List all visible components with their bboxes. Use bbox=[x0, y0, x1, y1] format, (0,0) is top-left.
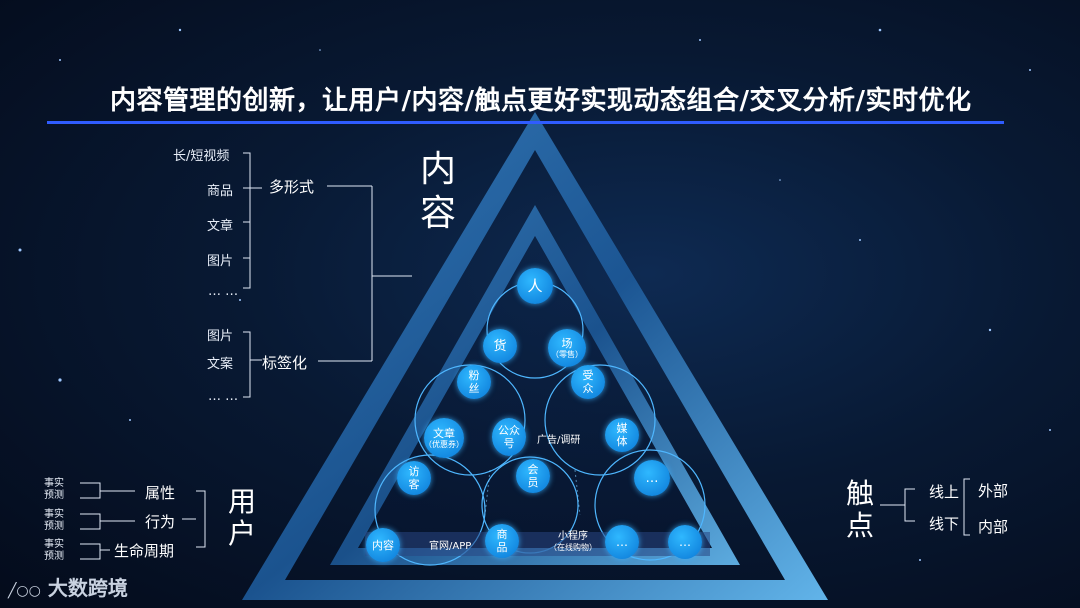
tag-item-image: 图片 bbox=[207, 329, 234, 344]
sub-predict: 预测 bbox=[44, 521, 64, 532]
page-title: 内容管理的创新，让用户/内容/触点更好实现动态组合/交叉分析/实时优化 bbox=[110, 86, 972, 116]
sub-fact: 事实 bbox=[44, 509, 64, 520]
node-huo: 货 bbox=[483, 329, 517, 363]
touch-external: 外部 bbox=[978, 482, 1009, 500]
tag-item-more: … … bbox=[208, 389, 239, 404]
form-item-product: 商品 bbox=[207, 184, 234, 199]
user-lifecycle-sub: 事实 预测 bbox=[44, 539, 78, 563]
touch-heading: 触点 bbox=[846, 477, 875, 542]
tags-label: 标签化 bbox=[262, 354, 308, 372]
user-lifecycle-label: 生命周期 bbox=[114, 542, 175, 560]
touch-brackets bbox=[880, 478, 970, 536]
node-wenzhang: 文章（优惠券） bbox=[424, 418, 464, 458]
bottom-band bbox=[365, 532, 710, 556]
sub-fact: 事实 bbox=[44, 478, 64, 489]
node-fensi: 粉丝 bbox=[457, 365, 491, 399]
form-item-more: … … bbox=[208, 284, 239, 299]
form-item-video: 长/短视频 bbox=[173, 149, 230, 164]
node-huiyuan: 会员 bbox=[516, 459, 550, 493]
user-brackets bbox=[80, 482, 206, 560]
content-brackets bbox=[243, 152, 412, 398]
forms-label: 多形式 bbox=[269, 178, 315, 196]
node-shouzhong: 受众 bbox=[571, 365, 605, 399]
node-ren: 人 bbox=[517, 268, 553, 304]
brand-logo: ╱○○ 大数跨境 bbox=[8, 572, 128, 601]
form-item-article: 文章 bbox=[207, 219, 234, 234]
node-dots-a: … bbox=[605, 525, 639, 559]
node-shangpin: 商品 bbox=[485, 524, 519, 558]
star-dots bbox=[18, 28, 1051, 561]
node-gongzhonghao: 公众号 bbox=[492, 418, 526, 456]
outer-triangle bbox=[242, 112, 828, 600]
edge-xiaochengxu-title: 小程序 bbox=[558, 531, 588, 542]
node-meiti: 媒体 bbox=[605, 418, 639, 452]
tag-item-copy: 文案 bbox=[207, 357, 234, 372]
sub-predict: 预测 bbox=[44, 551, 64, 562]
node-chang: 场（零售） bbox=[548, 329, 586, 367]
user-behavior-label: 行为 bbox=[145, 513, 176, 531]
edge-xiaochengxu: 小程序 （在线购物） bbox=[549, 531, 597, 553]
user-attr-sub: 事实 预测 bbox=[44, 478, 78, 502]
edge-guanwang: 官网/APP bbox=[429, 541, 472, 552]
node-dots-top: … bbox=[634, 460, 670, 496]
content-heading: 内容 bbox=[420, 149, 457, 234]
edge-xiaochengxu-sub: （在线购物） bbox=[549, 543, 597, 552]
user-behavior-sub: 事实 预测 bbox=[44, 509, 78, 533]
sub-predict: 预测 bbox=[44, 490, 64, 501]
touch-online: 线上 bbox=[929, 483, 960, 501]
user-attr-label: 属性 bbox=[145, 484, 176, 502]
title-divider bbox=[47, 121, 1004, 124]
node-neirong: 内容 bbox=[366, 528, 400, 562]
form-item-image: 图片 bbox=[207, 254, 234, 269]
node-fangke: 访客 bbox=[397, 461, 431, 495]
user-heading: 用户 bbox=[228, 485, 257, 550]
touch-internal: 内部 bbox=[978, 518, 1009, 536]
touch-offline: 线下 bbox=[929, 515, 960, 533]
logo-text: 大数跨境 bbox=[47, 576, 128, 600]
logo-mark-icon: ╱○○ bbox=[8, 583, 41, 599]
edge-guanggao: 广告/调研 bbox=[537, 435, 581, 446]
node-dots-b: … bbox=[668, 525, 702, 559]
sub-fact: 事实 bbox=[44, 539, 64, 550]
